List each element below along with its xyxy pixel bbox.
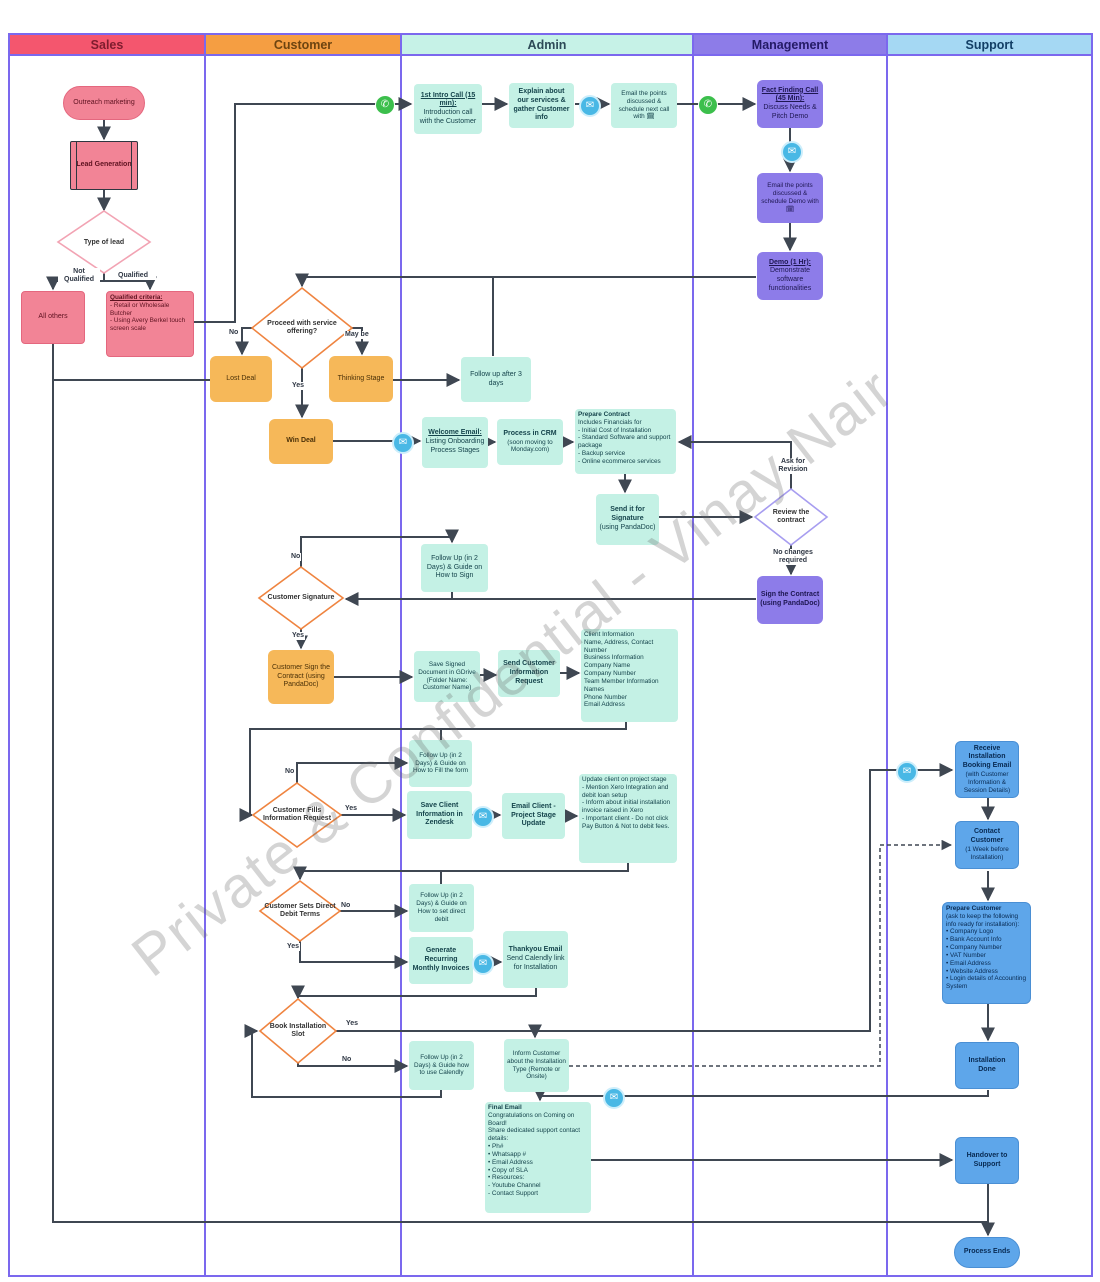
node-email-points-next-call[interactable]: Email the points discussed & schedule ne… (611, 83, 677, 128)
edge-label-no: No (284, 768, 296, 777)
edge-label-qualified: Qualified (110, 272, 156, 281)
edge-label-yes: Yes (291, 632, 306, 641)
lane-header-sales: Sales (8, 33, 206, 56)
node-receive-installation-booking-email[interactable]: Receive Installation Booking Email (with… (955, 741, 1019, 798)
node-qualified-criteria[interactable]: Qualified criteria: - Retail or Wholesal… (106, 291, 194, 357)
edge-label-yes: Yes (344, 805, 359, 814)
node-follow-up-calendly[interactable]: Follow Up (in 2 Days) & Guide how to use… (409, 1041, 474, 1090)
node-save-client-info-zendesk[interactable]: Save Client Information in Zendesk (407, 791, 472, 839)
edge-label-may-be: May be (344, 331, 370, 340)
lane-header-management: Management (692, 33, 888, 56)
lane-header-customer: Customer (204, 33, 402, 56)
email-icon[interactable]: ✉ (472, 806, 494, 828)
node-fact-finding-call[interactable]: Fact Finding Call (45 Min): Discuss Need… (757, 80, 823, 128)
node-client-information[interactable]: Client Information Name, Address, Contac… (581, 629, 678, 722)
edge-label-no: No (341, 1056, 353, 1065)
decision-review-contract[interactable]: Review the contract (772, 508, 810, 524)
node-thinking-stage[interactable]: Thinking Stage (329, 356, 393, 402)
node-welcome-email[interactable]: Welcome Email: Listing Onboarding Proces… (422, 417, 488, 468)
node-follow-up-3-days[interactable]: Follow up after 3 days (461, 357, 531, 402)
lane-header-support: Support (886, 33, 1093, 56)
email-icon[interactable]: ✉ (603, 1087, 625, 1109)
phone-icon[interactable]: ✆ (698, 95, 718, 115)
node-send-customer-info-request[interactable]: Send Customer Information Request (498, 650, 560, 697)
edge-label-ask-for-revision: Ask for Revision (766, 458, 820, 475)
email-icon[interactable]: ✉ (472, 953, 494, 975)
node-prepare-customer[interactable]: Prepare Customer (ask to keep the follow… (942, 902, 1031, 1004)
node-final-email[interactable]: Final Email Congratulations on Coming on… (485, 1102, 591, 1213)
email-icon[interactable]: ✉ (781, 141, 803, 163)
node-email-points-schedule-demo[interactable]: Email the points discussed & schedule De… (757, 173, 823, 223)
node-lead-generation[interactable]: Lead Generation (70, 141, 138, 190)
edge-label-not-qualified: Not Qualified (58, 268, 100, 285)
node-all-others[interactable]: All others (21, 291, 85, 344)
decision-proceed-service-offering[interactable]: Proceed with service offering? (267, 319, 337, 335)
node-win-deal[interactable]: Win Deal (269, 419, 333, 464)
decision-book-installation-slot[interactable]: Book Installation Slot (269, 1022, 327, 1038)
edge-label-no: No (340, 902, 352, 911)
node-follow-up-direct-debit[interactable]: Follow Up (in 2 Days) & Guide on How to … (409, 884, 474, 932)
node-lost-deal[interactable]: Lost Deal (210, 356, 272, 402)
node-sign-the-contract[interactable]: Sign the Contract (using PandaDoc) (757, 576, 823, 624)
edge-label-no: No (290, 553, 302, 562)
edge-label-yes: Yes (345, 1020, 360, 1029)
edge-label-yes: Yes (291, 382, 306, 391)
node-first-intro-call[interactable]: 1st Intro Call (15 min): Introduction ca… (414, 84, 482, 134)
node-thankyou-email[interactable]: Thankyou Email Send Calendly link for In… (503, 931, 568, 988)
node-process-ends[interactable]: Process Ends (954, 1237, 1020, 1268)
node-demo[interactable]: Demo (1 Hr): Demonstrate software functi… (757, 252, 823, 300)
node-outreach-marketing[interactable]: Outreach marketing (63, 86, 145, 120)
node-explain-services[interactable]: Explain about our services & gather Cust… (509, 83, 574, 128)
node-contact-customer[interactable]: Contact Customer (1 Week before Installa… (955, 821, 1019, 869)
node-installation-done[interactable]: Installation Done (955, 1042, 1019, 1089)
edge-label-yes: Yes (286, 943, 301, 952)
decision-customer-fills-info-request[interactable]: Customer Fills Information Request (262, 806, 332, 822)
email-icon[interactable]: ✉ (896, 761, 918, 783)
node-save-signed-document[interactable]: Save Signed Document in GDrive (Folder N… (414, 651, 480, 702)
lane-header-admin: Admin (400, 33, 694, 56)
decision-customer-sets-direct-debit[interactable]: Customer Sets Direct Debit Terms (264, 902, 336, 918)
decision-type-of-lead[interactable]: Type of lead (83, 238, 125, 246)
node-follow-up-sign[interactable]: Follow Up (in 2 Days) & Guide on How to … (421, 544, 488, 592)
node-inform-installation-type[interactable]: Inform Customer about the Installation T… (504, 1039, 569, 1092)
email-icon[interactable]: ✉ (579, 95, 601, 117)
decision-customer-signature[interactable]: Customer Signature (267, 593, 335, 601)
node-follow-up-fill-form[interactable]: Follow Up (in 2 Days) & Guide on How to … (409, 740, 472, 787)
node-generate-recurring-invoices[interactable]: Generate Recurring Monthly Invoices (409, 937, 473, 984)
node-email-project-stage-update[interactable]: Email Client - Project Stage Update (502, 793, 565, 839)
node-customer-sign-contract[interactable]: Customer Sign the Contract (using PandaD… (268, 650, 334, 704)
node-handover-to-support[interactable]: Handover to Support (955, 1137, 1019, 1184)
edge-label-no-changes-required: No changes required (761, 549, 825, 566)
node-update-client-project-stage[interactable]: Update client on project stage - Mention… (579, 774, 677, 863)
node-prepare-contract[interactable]: Prepare Contract Includes Financials for… (575, 409, 676, 474)
phone-icon[interactable]: ✆ (375, 95, 395, 115)
email-icon[interactable]: ✉ (392, 432, 414, 454)
node-process-in-crm[interactable]: Process in CRM (soon moving to Monday.co… (497, 419, 563, 465)
edge-label-no: No (228, 329, 240, 338)
node-send-for-signature[interactable]: Send it for Signature (using PandaDoc) (596, 494, 659, 545)
